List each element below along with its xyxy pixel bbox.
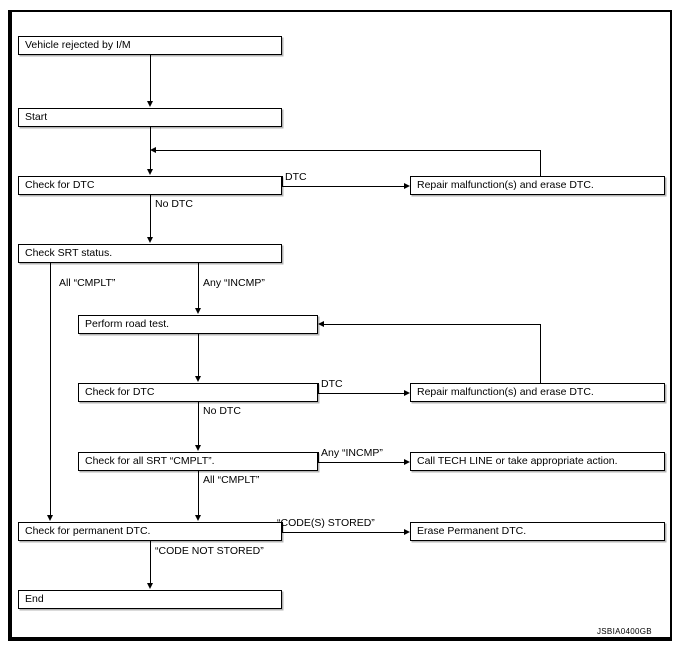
- arrowhead-down-start: [146, 101, 153, 107]
- arrowhead-down-check-dtc-1: [146, 169, 153, 175]
- arrowhead-down-check-dtc-2: [194, 376, 201, 382]
- edge-all-srt-to-tech-line: [318, 462, 404, 463]
- node-repair-1: Repair malfunction(s) and erase DTC.: [410, 176, 665, 195]
- arrowhead-down-all-srt: [194, 445, 201, 451]
- edge-any-incmp-to-road-test: [198, 263, 199, 309]
- figure-border: [8, 10, 672, 641]
- node-check-dtc-2: Check for DTC: [78, 383, 318, 402]
- edge-label-dtc-1: DTC: [285, 171, 307, 183]
- edge-label-all-cmplt-1: All “CMPLT”: [59, 277, 116, 289]
- edge-label-code-not-stored: “CODE NOT STORED”: [155, 545, 264, 557]
- edge-label-any-incmp-1: Any “INCMP”: [203, 277, 265, 289]
- node-erase-permanent-dtc: Erase Permanent DTC.: [410, 522, 665, 541]
- edge-repair1-loop-vertical: [540, 150, 541, 176]
- arrowhead-left-merge-1: [150, 146, 156, 153]
- edge-all-srt-to-permanent-dtc: [198, 471, 199, 516]
- edge-repair2-loop-vertical: [540, 324, 541, 383]
- arrowhead-right-tech-line: [404, 458, 410, 465]
- node-start: Start: [18, 108, 282, 127]
- node-call-tech-line: Call TECH LINE or take appropriate actio…: [410, 452, 665, 471]
- arrowhead-down-permanent-dtc-left: [46, 515, 53, 521]
- figure-id-label: JSBIA0400GB: [597, 627, 652, 636]
- arrowhead-down-road-test: [194, 308, 201, 314]
- arrowhead-down-end: [146, 583, 153, 589]
- node-check-dtc-1: Check for DTC: [18, 176, 282, 195]
- edge-label-no-dtc-2: No DTC: [203, 405, 241, 417]
- node-repair-2: Repair malfunction(s) and erase DTC.: [410, 383, 665, 402]
- node-perform-road-test: Perform road test.: [78, 315, 318, 334]
- edge-label-any-incmp-2: Any “INCMP”: [321, 447, 383, 459]
- edge-label-codes-stored: “CODE(S) STORED”: [277, 517, 375, 529]
- edge-check-dtc1-to-srt: [150, 195, 151, 238]
- node-vehicle-rejected: Vehicle rejected by I/M: [18, 36, 282, 55]
- arrowhead-down-permanent-dtc-mid: [194, 515, 201, 521]
- edge-check-dtc2-to-repair2: [318, 393, 404, 394]
- edge-permanent-dtc-right-stub: [282, 522, 283, 532]
- edge-road-test-to-check-dtc2: [198, 334, 199, 377]
- arrowhead-right-repair2: [404, 389, 410, 396]
- edge-permanent-dtc-to-end: [150, 541, 151, 584]
- edge-check-dtc2-right-stub: [318, 383, 319, 393]
- arrowhead-left-road-test: [318, 320, 324, 327]
- edge-check-dtc2-to-all-srt: [198, 402, 199, 446]
- edge-all-srt-right-stub: [318, 452, 319, 462]
- arrowhead-right-repair1: [404, 182, 410, 189]
- node-check-all-srt-cmplt: Check for all SRT “CMPLT”.: [78, 452, 318, 471]
- arrowhead-right-erase-permanent: [404, 528, 410, 535]
- edge-check-dtc1-to-repair1: [282, 186, 404, 187]
- edge-repair1-loop-horizontal: [156, 150, 541, 151]
- edge-repair2-loop-horizontal: [324, 324, 541, 325]
- edge-label-dtc-2: DTC: [321, 378, 343, 390]
- node-check-srt-status: Check SRT status.: [18, 244, 282, 263]
- edge-label-no-dtc-1: No DTC: [155, 198, 193, 210]
- edge-check-dtc1-right-stub: [282, 176, 283, 186]
- edge-permanent-dtc-to-erase: [282, 532, 404, 533]
- edge-label-all-cmplt-2: All “CMPLT”: [203, 474, 260, 486]
- arrowhead-down-srt-status: [146, 237, 153, 243]
- node-check-permanent-dtc: Check for permanent DTC.: [18, 522, 282, 541]
- edge-vehicle-to-start: [150, 55, 151, 102]
- node-end: End: [18, 590, 282, 609]
- edge-all-cmplt-left-branch: [50, 263, 51, 516]
